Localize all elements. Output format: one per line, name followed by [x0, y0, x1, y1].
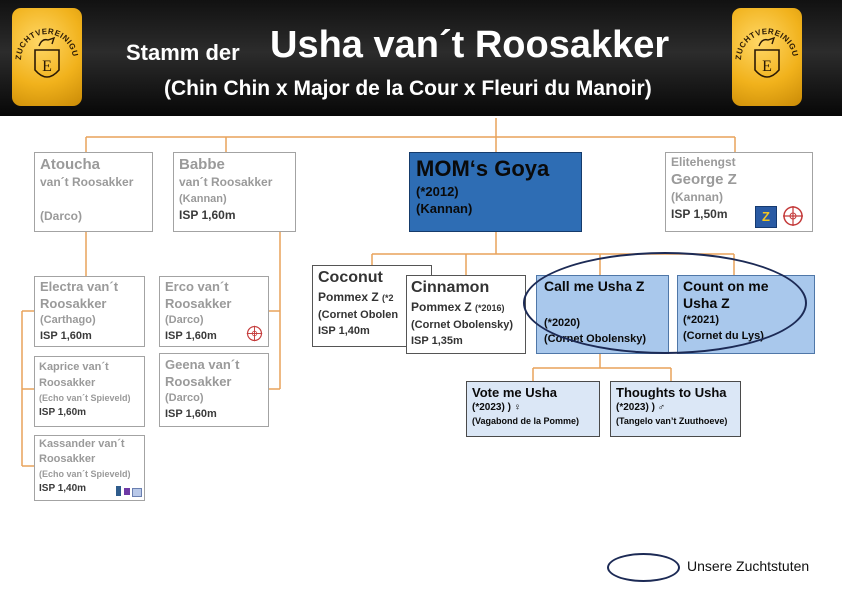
- horse-box-moms-goya: MOM‘s Goya (*2012) (Kannan): [409, 152, 582, 232]
- horse-name: Babbe: [179, 156, 225, 173]
- horse-suffix: Roosakker: [39, 377, 96, 389]
- page-subtitle: (Chin Chin x Major de la Cour x Fleuri d…: [164, 77, 652, 100]
- horse-name: Kassander van´t: [39, 438, 125, 450]
- logo-left: ZUCHTVEREINIGUNG MITTELERDE E: [12, 8, 82, 106]
- horse-sire: (Tangelo van’t Zuuthoeve): [616, 416, 728, 426]
- horse-name: Cinnamon: [411, 279, 490, 296]
- horse-name: Thoughts to Usha: [616, 385, 727, 400]
- horse-birth-year: (*2: [382, 293, 394, 303]
- horse-suffix: Roosakker: [39, 453, 96, 465]
- horse-name: Geena van´t: [165, 357, 240, 372]
- horse-suffix: van´t Roosakker: [40, 175, 134, 189]
- horse-suffix: van´t Roosakker: [179, 175, 273, 189]
- horse-sire: (Kannan): [416, 201, 473, 216]
- horse-name: Erco van´t: [165, 279, 229, 294]
- horse-birth-year: (*2023) ) ♀: [472, 402, 522, 413]
- horse-sire: Pommex Z: [411, 300, 472, 314]
- horse-sire: (Darco): [165, 314, 204, 326]
- horse-sire: (Echo van´t Spieveld): [39, 469, 131, 479]
- horse-birth-year: (*2012): [416, 184, 459, 199]
- header-banner: [0, 0, 842, 116]
- horse-name: Vote me Usha: [472, 385, 558, 400]
- horse-sire: (Vagabond de la Pomme): [472, 416, 580, 426]
- title-prefix: Stamm der: [126, 40, 240, 65]
- horse-box-kassander: Kassander van´t Roosakker (Echo van´t Sp…: [34, 435, 145, 501]
- brand-mark-icon: [124, 488, 130, 495]
- breeding-mare-ellipse: [523, 252, 807, 354]
- horse-birth-year: (*2016): [475, 303, 505, 313]
- logo-right: ZUCHTVEREINIGUNG MITTELERDE E: [732, 8, 802, 106]
- horse-isp: ISP 1,35m: [411, 335, 463, 347]
- legend-label: Unsere Zuchtstuten: [687, 558, 810, 574]
- horse-box-babbe: Babbe van´t Roosakker (Kannan) ISP 1,60m: [173, 152, 296, 232]
- legend-ellipse-icon: [607, 553, 680, 582]
- horse-name: MOM‘s Goya: [416, 156, 550, 181]
- horse-isp: ISP 1,60m: [39, 407, 87, 418]
- horse-sire: (Echo van´t Spieveld): [39, 393, 131, 403]
- horse-isp: ISP 1,60m: [165, 330, 217, 342]
- horse-isp: ISP 1,60m: [179, 208, 236, 222]
- horse-suffix: Roosakker: [165, 296, 232, 311]
- horse-sire: (Kannan): [179, 193, 227, 205]
- target-brand-icon: [246, 325, 263, 342]
- horse-suffix: Roosakker: [40, 296, 107, 311]
- brand-mark-icon: [116, 486, 121, 496]
- horse-name: George Z: [671, 171, 737, 188]
- horse-isp: ISP 1,60m: [165, 408, 217, 420]
- horse-suffix: Roosakker: [165, 374, 232, 389]
- horse-isp: ISP 1,60m: [40, 330, 92, 342]
- horse-box-cinnamon: Cinnamon Pommex Z (*2016) (Cornet Obolen…: [406, 275, 526, 354]
- horse-isp: ISP 1,50m: [671, 207, 728, 221]
- horse-sire: (Kannan): [671, 190, 723, 204]
- horse-sire: Pommex Z: [318, 290, 379, 304]
- brand-mark-icon: [132, 488, 142, 497]
- logo-initial: E: [42, 58, 52, 75]
- horse-box-atoucha: Atoucha van´t Roosakker (Darco): [34, 152, 153, 232]
- horse-box-electra: Electra van´t Roosakker (Carthago) ISP 1…: [34, 276, 145, 347]
- horse-dam-sire: (Cornet Obolen: [318, 309, 399, 321]
- horse-box-thoughts-to-usha: Thoughts to Usha (*2023) ) ♂ (Tangelo va…: [610, 381, 741, 437]
- horse-sire: (Darco): [165, 392, 204, 404]
- horse-box-kaprice: Kaprice van´t Roosakker (Echo van´t Spie…: [34, 356, 145, 427]
- logo-initial: E: [762, 58, 772, 75]
- horse-box-geena: Geena van´t Roosakker (Darco) ISP 1,60m: [159, 353, 269, 427]
- horse-sire: (Carthago): [40, 314, 96, 326]
- horse-birth-year: (*2023) ) ♂: [616, 402, 666, 413]
- horse-sire: (Darco): [40, 209, 83, 223]
- horse-name: Electra van´t: [40, 279, 119, 294]
- logo-emblem-icon: ZUCHTVEREINIGUNG MITTELERDE E: [732, 8, 799, 78]
- horse-isp: ISP 1,40m: [318, 325, 370, 337]
- z-brand-letter: Z: [762, 209, 770, 224]
- z-brand-icon: Z: [755, 206, 777, 228]
- horse-name: Coconut: [318, 269, 383, 286]
- horse-box-george-z: Elitehengst George Z (Kannan) ISP 1,50m: [665, 152, 813, 232]
- page-title: Usha van´t Roosakker: [270, 24, 670, 66]
- horse-box-vote-me-usha: Vote me Usha (*2023) ) ♀ (Vagabond de la…: [466, 381, 600, 437]
- horse-name: Atoucha: [40, 156, 100, 173]
- horse-name: Kaprice van´t: [39, 361, 109, 373]
- horse-title: Elitehengst: [671, 155, 736, 169]
- logo-emblem-icon: ZUCHTVEREINIGUNG MITTELERDE E: [12, 8, 79, 78]
- target-brand-icon: [783, 206, 803, 226]
- horse-isp: ISP 1,40m: [39, 483, 87, 494]
- horse-dam-sire: (Cornet Obolensky): [411, 319, 514, 331]
